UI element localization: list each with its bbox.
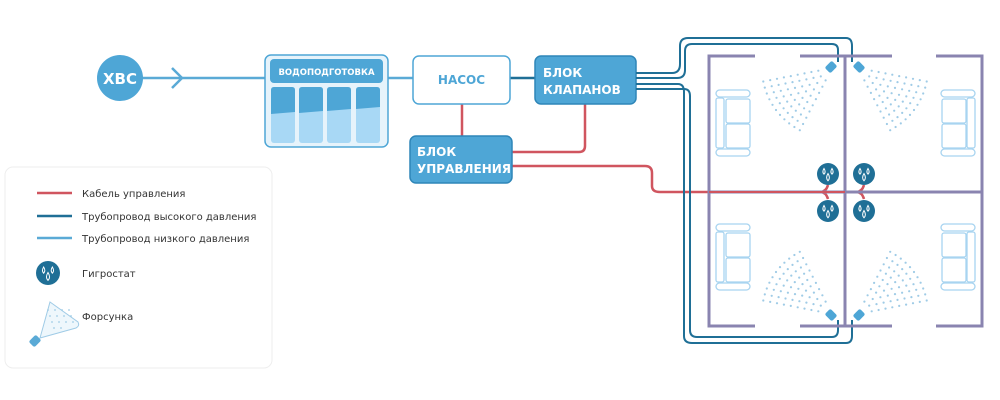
nozzle-icon bbox=[29, 301, 80, 347]
sofa-icon bbox=[715, 89, 751, 157]
nozzle-icon bbox=[825, 61, 837, 73]
filter-column bbox=[299, 87, 323, 143]
hygrostat-icon bbox=[36, 261, 60, 285]
control-block-label-2: УПРАВЛЕНИЯ bbox=[417, 162, 511, 176]
control-block-label-1: БЛОК bbox=[417, 145, 456, 159]
filter-column bbox=[356, 87, 380, 143]
legend-item-cable: Кабель управления bbox=[82, 189, 185, 200]
control-cables bbox=[460, 104, 866, 200]
spray-pattern bbox=[863, 250, 928, 313]
nozzle-icon bbox=[853, 61, 865, 73]
flow-arrow-icon bbox=[171, 67, 184, 89]
legend-item-high-pressure: Трубопровод высокого давления bbox=[81, 212, 256, 223]
sofa-icon bbox=[940, 89, 976, 157]
pump-node bbox=[412, 55, 511, 105]
nozzle-icon bbox=[825, 309, 837, 321]
valve-block-label-1: БЛОК bbox=[543, 66, 582, 80]
sofa-icon bbox=[940, 223, 976, 291]
filter-column bbox=[271, 87, 295, 143]
water-treatment-node: ВОДОПОДГОТОВКА bbox=[264, 54, 389, 148]
hygrostat-icon bbox=[817, 163, 839, 185]
sofa-icon bbox=[715, 223, 751, 291]
valve-block-label-2: КЛАПАНОВ bbox=[543, 83, 621, 97]
spray-pattern bbox=[762, 69, 827, 132]
hygrostat-icon bbox=[817, 200, 839, 222]
legend-item-low-pressure: Трубопровод низкого давления bbox=[81, 234, 249, 245]
filter-column bbox=[327, 87, 351, 143]
hygrostat-icon bbox=[853, 163, 875, 185]
spray-pattern bbox=[762, 250, 827, 313]
pump-label: НАСОС bbox=[438, 73, 485, 87]
nozzle-icon bbox=[853, 309, 865, 321]
high-pressure-pipes bbox=[636, 37, 853, 344]
spray-pattern bbox=[863, 69, 928, 132]
legend: Кабель управления Трубопровод высокого д… bbox=[4, 166, 273, 369]
control-block-node bbox=[409, 135, 513, 184]
source-node bbox=[97, 55, 143, 101]
valve-block-node bbox=[534, 55, 637, 105]
water-treatment-label: ВОДОПОДГОТОВКА bbox=[278, 68, 375, 78]
hygrostat-icon bbox=[36, 261, 60, 285]
legend-item-nozzle: Форсунка bbox=[82, 312, 133, 323]
source-label: ХВС bbox=[103, 70, 137, 88]
hygrostat-icon bbox=[853, 200, 875, 222]
legend-item-hygrostat: Гигростат bbox=[82, 269, 136, 280]
